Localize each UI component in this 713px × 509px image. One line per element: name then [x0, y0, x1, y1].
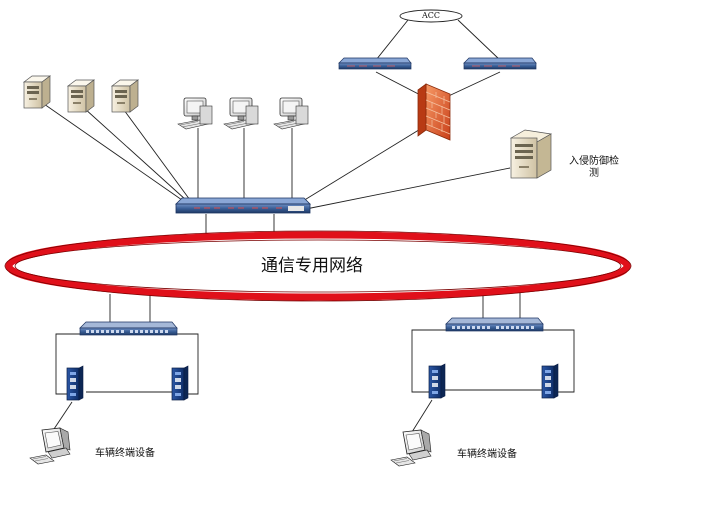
link-server1-core: [43, 103, 183, 201]
top-left-switch-icon: [338, 57, 412, 70]
top-right-switch-icon: [463, 57, 537, 70]
right-terminal-link: [411, 399, 433, 433]
left-loop-right: [174, 333, 199, 395]
link-server2-core: [83, 107, 187, 201]
right-industrial-switch-1-icon: [428, 363, 446, 399]
core-switch-icon: [175, 197, 311, 214]
acc-label: ACC: [422, 11, 441, 20]
right-loop: [411, 329, 448, 393]
ids-label-line2: 测: [589, 168, 599, 179]
server-1-icon: [23, 75, 51, 109]
ids-server-icon: [509, 129, 553, 179]
firewall-icon: [417, 83, 451, 141]
ids-label-line1: 入侵防御检: [569, 156, 619, 167]
left-loop: [55, 333, 82, 395]
left-industrial-switch-1-icon: [66, 365, 84, 401]
network-label: 通信专用网络: [261, 256, 363, 276]
link-ids-core: [305, 167, 511, 210]
right-terminal-computer-icon: [390, 429, 432, 467]
workstation-2-icon: [223, 97, 259, 130]
workstation-3-icon: [273, 97, 309, 130]
right-access-switch-icon: [445, 317, 544, 332]
left-terminal-computer-icon: [29, 427, 71, 465]
right-industrial-switch-2-icon: [541, 363, 559, 399]
workstation-1-icon: [177, 97, 213, 130]
left-terminal-link: [51, 401, 73, 433]
link-acc-right: [457, 19, 501, 61]
left-access-switch-icon: [79, 321, 178, 336]
communication-ring: [4, 230, 632, 302]
right-loop-right: [542, 329, 575, 393]
server-3-icon: [111, 79, 139, 113]
ids-label: 入侵防御检 测: [562, 156, 626, 180]
link-server3-core: [123, 109, 191, 201]
server-2-icon: [67, 79, 95, 113]
vehicle-terminal-label-right: 车辆终端设备: [457, 449, 517, 460]
link-acc-left: [375, 19, 409, 61]
vehicle-terminal-label-left: 车辆终端设备: [95, 448, 155, 459]
acc-node: [399, 9, 463, 23]
link-firewall-core: [297, 127, 423, 205]
left-industrial-switch-2-icon: [171, 365, 189, 401]
